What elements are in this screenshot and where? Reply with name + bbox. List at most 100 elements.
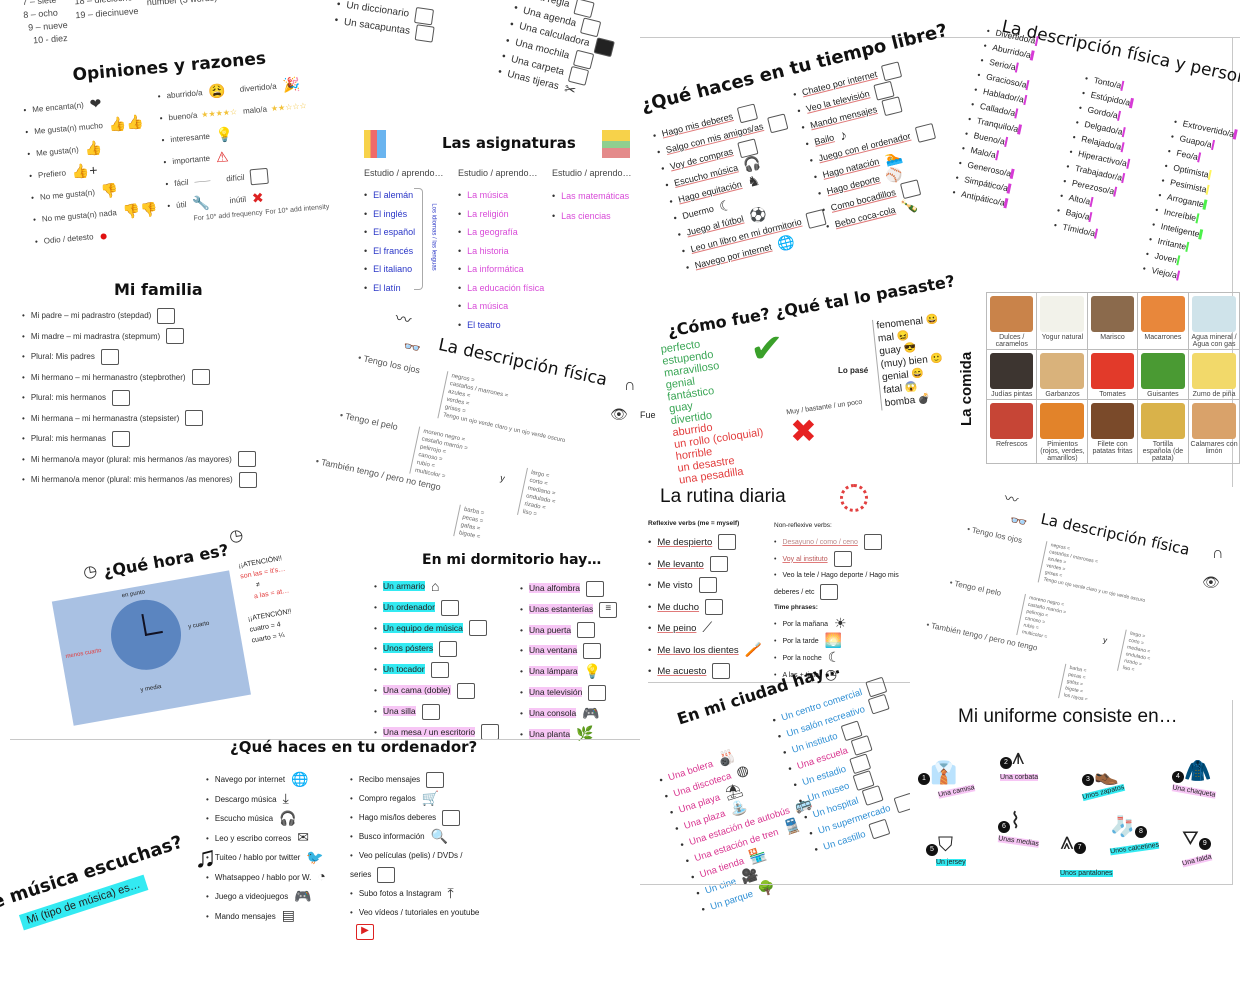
furniture-item: Una alfombra (520, 578, 617, 599)
family-item: Mi hermano/a menor (plural: mis hermanos… (22, 470, 257, 491)
subject-item: La educación física (458, 279, 544, 298)
computer-activity: Juego a videojuegos🎮 (206, 887, 326, 907)
shoe-icon: 👞 (1094, 764, 1119, 786)
computer-icon (440, 599, 459, 616)
double-thumbs-up-icon: 👍👍 (108, 113, 145, 133)
routine-item: Me despierto (648, 532, 762, 554)
routine-item: Me lavo los dientes🪥 (648, 640, 762, 662)
family-item: Plural: Mis padres (22, 347, 257, 368)
party-icon: 🎉 (281, 75, 301, 94)
tv-icon (377, 866, 396, 883)
subject-item: Las ciencias (552, 206, 629, 226)
poster-icon (439, 641, 458, 658)
utiles-left-panel: Un diccionario Un sacapuntas (330, 0, 477, 75)
computer-activity: Compro regalos🛒 (350, 789, 480, 808)
subject-item: La historia (458, 242, 544, 261)
puzzle-icon (249, 167, 270, 186)
door-icon (577, 622, 596, 639)
uniforme-title: Mi uniforme consiste en… (958, 706, 1178, 727)
sunset-icon: 🌅 (824, 632, 843, 649)
rutina-title: La rutina diaria (660, 486, 786, 507)
food-cell: Yogur natural (1036, 292, 1089, 350)
chair-icon (421, 703, 440, 720)
clock-label: y media (140, 683, 162, 694)
broken-icon: ✖ (251, 189, 265, 207)
lo-pase-list: fenomenal 😀 mal 😖 guay 😎 (muy) bien 🙂 ge… (872, 313, 948, 411)
ordenador-left-list: Navego por internet🌐 Descargo música⤓ Es… (206, 770, 326, 926)
subject-item: El alemán (364, 186, 415, 205)
computer-activity: Recibo mensajes (350, 770, 480, 789)
furniture-item: Un equipo de música (374, 618, 499, 639)
older-sibling-icon (237, 451, 256, 468)
parents-icon (100, 348, 119, 365)
asignaturas-title: Las asignaturas (442, 134, 576, 152)
routine-item: Voy al instituto (774, 550, 909, 568)
happy-face-icon: 😄 (910, 367, 925, 381)
section-divider (648, 682, 910, 683)
time-item: Por la noche☾ (774, 650, 847, 667)
row-label: • Tengo los ojos (357, 352, 422, 376)
clock-icon (840, 484, 868, 512)
furniture-item: Unas estanterías≡ (520, 599, 618, 620)
shop-icon: 🏪 (746, 845, 769, 866)
tortilla-image (1140, 403, 1186, 439)
glasses-icon: 👓 (1008, 511, 1029, 531)
checkmark-icon: ✔ (750, 327, 784, 371)
food-cell: Tomates (1087, 349, 1138, 400)
clock-hand-hour (144, 630, 163, 636)
eye-icon: 👁 (1202, 574, 1220, 590)
features-options: barba =pecas =gafas =bigote =los rayos = (1058, 663, 1095, 705)
moon-icon: ☾ (827, 649, 841, 666)
comida-title: La comida (958, 351, 975, 426)
clock-label: en punto (121, 589, 146, 600)
food-cell: Dulces / caramelos (985, 292, 1038, 350)
scissors-icon: ✂ (562, 79, 578, 99)
tomatoes-image (1091, 353, 1134, 389)
plant-icon: 🌿 (576, 725, 594, 742)
fue-label: Fue (640, 410, 656, 420)
boy-icon (191, 369, 210, 386)
ordenador-panel: ¿Qué haces en tu ordenador? Navego por i… (200, 738, 490, 940)
dance-icon: ♪ (837, 125, 849, 144)
furniture-item: Un tocador (374, 659, 499, 680)
get-up-icon (709, 555, 728, 572)
numbers-panel: 7 – siete 8 – ocho 9 – nueve 10 - diez 1… (22, 0, 256, 51)
macaroni-image (1140, 296, 1186, 332)
shower-icon (705, 598, 724, 615)
clock-label: y cuarto (187, 620, 210, 631)
headphones-icon: 🎧 (741, 153, 763, 174)
bed-icon (712, 663, 731, 680)
thumbs-up-icon: 👍 (83, 139, 103, 157)
column-header: Estudio / aprendo… (458, 168, 538, 178)
park-icon: 🌳 (755, 878, 778, 899)
hanger-icon: ⌂ (431, 577, 440, 594)
stars-icon: ★★★★☆ (200, 107, 238, 120)
dictionary-icon (413, 6, 434, 26)
disco-ball-icon: ◍ (734, 761, 751, 781)
shock-face-icon: 😱 (904, 381, 918, 394)
cross-icon: ✖ (790, 413, 817, 449)
utiles-left-list: Un diccionario Un sacapuntas (333, 0, 476, 48)
food-row: Dulces / caramelos Yogur natural Marisco… (985, 292, 1240, 350)
younger-sibling-icon (238, 471, 257, 488)
hair-length-options: largo =corto =mediano =ondulado =rizado … (517, 467, 562, 523)
section-divider (640, 884, 916, 885)
thumbs-down-icon: 👎 (100, 181, 119, 200)
furniture-item: Una planta🌿 (520, 724, 617, 745)
number-item: 19 – diecinueve (75, 5, 139, 21)
hair-options: moreno negro =castaño marrón =pelirrojo … (409, 426, 470, 485)
subject-item: La música (458, 297, 544, 316)
furniture-item: Una lámpara💡 (520, 661, 617, 682)
tiempo-libre-panel: ¿Qué haces en tu tiempo libre? Hago mis … (639, 20, 996, 285)
cool-face-icon: 😎 (903, 342, 917, 355)
books-cup-icon (602, 130, 630, 158)
subject-item: La religión (458, 205, 544, 224)
seafood-image (1091, 296, 1134, 332)
hora-panel: ◷ ¿Qué hora es? ◷ en punto y cuarto y me… (48, 527, 342, 737)
activities-icon (820, 583, 839, 600)
cart-icon: 🛒 (421, 789, 440, 806)
computer-activity: Whatsappeo / hablo por W.◔ (206, 868, 326, 888)
food-cell: Pimientos (rojos, verdes, amarillos) (1036, 399, 1089, 464)
calculator-icon (593, 37, 615, 58)
